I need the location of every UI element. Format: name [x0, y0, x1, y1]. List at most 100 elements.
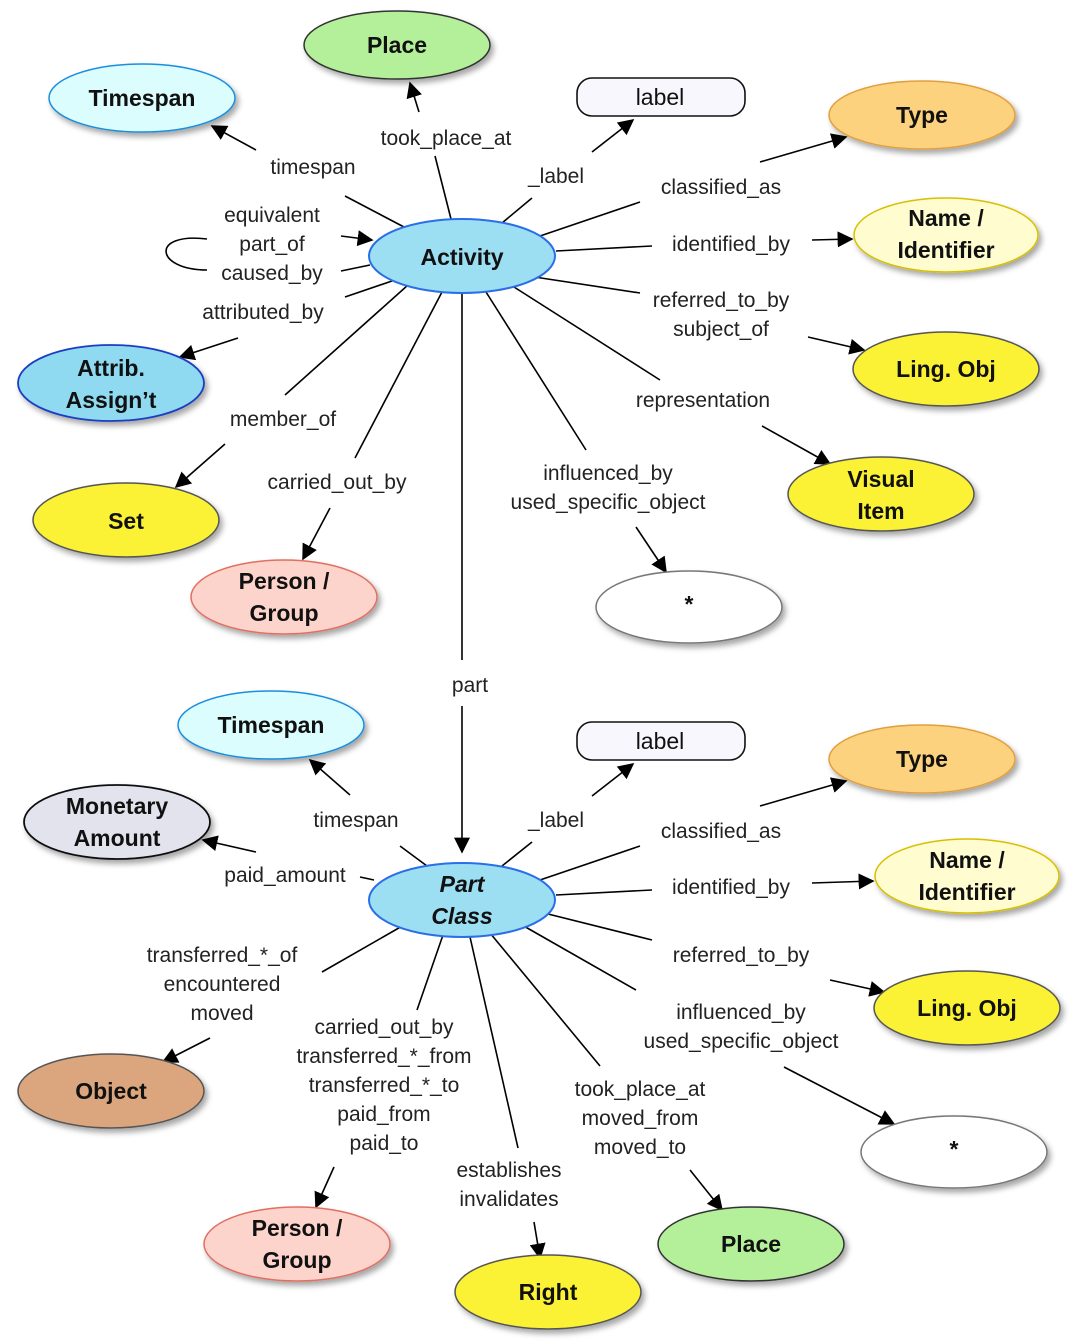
edge-line-took-place-at-bot [489, 932, 601, 1067]
node-place-top-label: Place [367, 32, 427, 58]
edge-label-referred-to-by-1: referred_to_by [653, 289, 790, 312]
node-attrib-top-line2: Assign’t [66, 387, 157, 413]
node-activity-label: Activity [420, 244, 503, 270]
node-activity[interactable]: Activity [368, 218, 556, 294]
node-set-top-label: Set [108, 508, 144, 534]
node-label-bot[interactable]: label [576, 721, 746, 761]
node-type-top[interactable]: Type [828, 80, 1016, 150]
edge-label-influenced-by-1: influenced_by [543, 462, 673, 485]
edge-label-took-place-at: took_place_at [381, 127, 512, 150]
edge-label-part: part [452, 674, 488, 697]
edge-arrow-paid-amount [201, 835, 257, 853]
edge-label-classified-as-bot: classified_as [661, 820, 781, 843]
node-right-bot-label: Right [519, 1279, 578, 1305]
edge-label-influenced-by-2: used_specific_object [511, 491, 706, 514]
edge-label-transferred-of-1: transferred_*_of [147, 944, 298, 967]
edge-arrow-identified-by-bot [811, 873, 875, 890]
node-label-top[interactable]: label [576, 77, 746, 117]
edge-label-attributed-by: attributed_by [202, 301, 324, 324]
edge-label-self-loop-3: caused_by [221, 262, 323, 285]
node-lingobj-bot-label: Ling. Obj [917, 995, 1017, 1021]
edge-label-representation: representation [636, 389, 770, 412]
edge-line-label-bot [501, 841, 533, 867]
edge-line-carried-out-by-bot [416, 934, 444, 1011]
node-monetary-bot[interactable]: Monetary Amount [23, 784, 211, 860]
edge-line-took-place-at [434, 155, 452, 220]
node-monetary-bot-line1: Monetary [66, 793, 168, 819]
node-person-top-line2: Group [250, 600, 319, 626]
node-timespan-bot[interactable]: Timespan [177, 690, 365, 760]
edge-line-classified-as-bot [539, 845, 641, 881]
node-part[interactable]: Part Class [368, 862, 556, 938]
node-place-bot[interactable]: Place [657, 1206, 845, 1282]
node-type-bot[interactable]: Type [828, 724, 1016, 794]
node-lingobj-top[interactable]: Ling. Obj [852, 331, 1040, 407]
edge-arrow-took-place-at [406, 81, 422, 113]
node-person-top[interactable]: Person / Group [190, 559, 378, 635]
edge-label-classified-as: classified_as [661, 176, 781, 199]
edge-line-transferred-of [321, 924, 405, 973]
node-lingobj-top-label: Ling. Obj [896, 356, 996, 382]
edge-arrow-influenced-by-bot [783, 1066, 896, 1125]
edge-line-attributed-by [344, 280, 393, 298]
edge-label-carried-out-by-bot-1: carried_out_by [315, 1016, 454, 1039]
edge-label-self-loop-1: equivalent [224, 204, 320, 227]
node-star-bot[interactable]: * [860, 1115, 1048, 1189]
edge-arrow-timespan-bot [308, 758, 351, 796]
edge-label-took-place-at-bot-2: moved_from [582, 1107, 699, 1130]
node-name-top-line2: Identifier [897, 237, 994, 263]
edge-line-self-loop-out [340, 264, 371, 272]
edge-label-carried-out-by: carried_out_by [268, 471, 407, 494]
node-person-bot-line1: Person / [252, 1215, 343, 1241]
edge-line-label [501, 197, 533, 224]
edge-label-carried-out-by-bot-2: transferred_*_from [296, 1045, 471, 1068]
edge-label-identified-by: identified_by [672, 233, 790, 256]
node-label-bot-label: label [636, 728, 685, 754]
node-place-top[interactable]: Place [303, 10, 491, 80]
edge-label-transferred-of-3: moved [190, 1002, 253, 1025]
edge-label-took-place-at-bot-3: moved_to [594, 1136, 686, 1159]
edge-arrow-carried-out-by [302, 507, 331, 561]
node-star-top[interactable]: * [595, 570, 783, 644]
edge-label-establishes-2: invalidates [459, 1188, 558, 1211]
edge-label-label-bot: _label [527, 809, 584, 832]
edge-arrow-label [591, 119, 635, 153]
edge-label-timespan: timespan [270, 156, 355, 179]
node-person-bot[interactable]: Person / Group [203, 1206, 391, 1282]
node-attrib-top[interactable]: Attrib. Assign’t [17, 344, 205, 422]
edge-arrow-carried-out-by-bot [314, 1166, 335, 1209]
edge-line-timespan-bot [399, 845, 428, 867]
edges-top [165, 81, 866, 854]
node-object-bot[interactable]: Object [17, 1053, 205, 1129]
edge-arrow-attributed-by [178, 337, 239, 361]
edges-bottom [161, 758, 896, 1260]
edge-line-referred-to-by [527, 275, 641, 294]
node-person-top-line1: Person / [239, 568, 330, 594]
edge-line-influenced-by-bot [521, 924, 637, 991]
edge-arrow-member-of [174, 443, 226, 489]
node-part-line2: Class [431, 903, 492, 929]
node-name-bot[interactable]: Name / Identifier [874, 838, 1060, 914]
edge-line-representation [513, 286, 661, 381]
node-name-top[interactable]: Name / Identifier [853, 197, 1039, 273]
node-name-bot-line2: Identifier [918, 879, 1015, 905]
node-timespan-top[interactable]: Timespan [48, 63, 236, 133]
edge-line-establishes [469, 936, 519, 1149]
edge-label-establishes-1: establishes [456, 1159, 561, 1182]
node-lingobj-bot[interactable]: Ling. Obj [873, 970, 1061, 1046]
edge-arrow-transferred-of [161, 1037, 211, 1063]
node-set-top[interactable]: Set [32, 482, 220, 558]
edge-label-transferred-of-2: encountered [164, 973, 281, 996]
edge-arrow-influenced-by [635, 526, 667, 574]
edge-label-paid-amount: paid_amount [224, 864, 346, 887]
node-name-top-line1: Name / [908, 205, 984, 231]
node-visual-top[interactable]: Visual Item [787, 456, 975, 532]
node-right-bot[interactable]: Right [454, 1254, 642, 1330]
node-object-bot-label: Object [75, 1078, 147, 1104]
edge-line-member-of [284, 284, 409, 396]
edge-label-influenced-by-bot-2: used_specific_object [644, 1030, 839, 1053]
edge-label-took-place-at-bot-1: took_place_at [575, 1078, 706, 1101]
node-monetary-bot-line2: Amount [74, 825, 161, 851]
node-name-bot-line1: Name / [929, 847, 1005, 873]
